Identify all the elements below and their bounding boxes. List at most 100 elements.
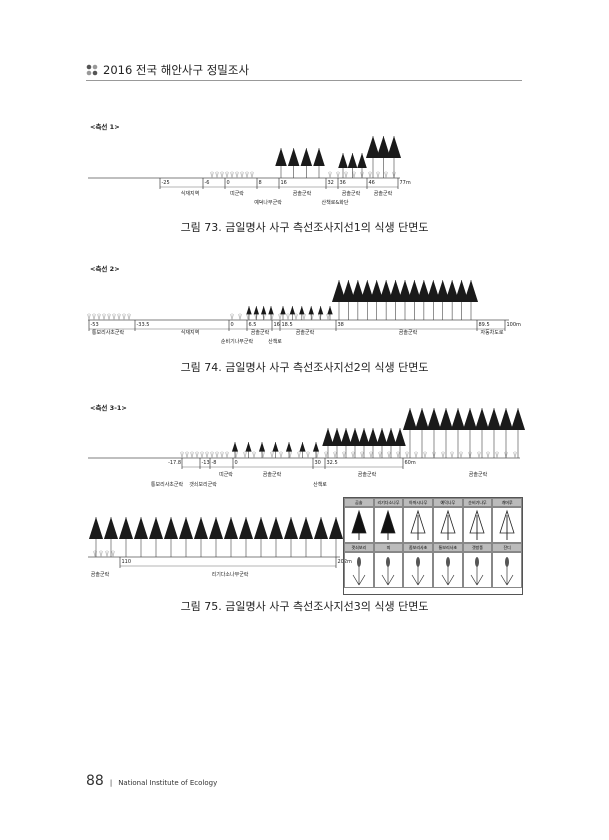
- pine-tree-icon: [407, 280, 422, 302]
- footer: 88 | National Institute of Ecology: [86, 773, 217, 789]
- grass-icon: [369, 451, 373, 459]
- pine-tree-icon: [317, 306, 324, 315]
- pine-tree-icon: [268, 517, 284, 539]
- tick-label: 0: [235, 460, 238, 466]
- tick-label: 18.5: [282, 322, 293, 328]
- tick-label: 16: [274, 322, 280, 328]
- grass-icon: [387, 451, 391, 459]
- tick-label: -6: [205, 180, 210, 186]
- grass-icon: [180, 451, 184, 459]
- grass-icon: [384, 171, 388, 179]
- pine-tree-icon: [312, 442, 320, 452]
- legend-icon-cell: [403, 507, 433, 543]
- grass-icon: [328, 171, 332, 179]
- pine-tree-icon: [350, 280, 365, 302]
- grass-icon: [352, 171, 356, 179]
- grass-icon: [378, 451, 382, 459]
- pine-tree-icon: [331, 280, 347, 302]
- grass-icon: [185, 451, 189, 459]
- pine-tree-icon: [193, 517, 209, 539]
- zone-label: 식재지역: [181, 329, 199, 336]
- pine-tree-icon: [223, 517, 239, 539]
- pine-tree-icon: [376, 428, 388, 446]
- pine-tree-icon: [367, 428, 379, 446]
- pine-tree-icon: [341, 280, 356, 302]
- zone-label: 곰솔군락: [91, 571, 110, 578]
- tick-label: 100m: [507, 322, 522, 328]
- tick-label: 0: [231, 322, 234, 328]
- running-header: 2016 전국 해안사구 정밀조사: [86, 62, 249, 78]
- legend-label: 예덕나무: [432, 498, 463, 507]
- grass-icon: [220, 171, 224, 179]
- zone-label: 곰솔군락: [263, 471, 282, 478]
- pine-tree-icon: [349, 428, 361, 446]
- tick-label: -13: [202, 460, 210, 466]
- section-label-2: <측선 2>: [90, 265, 120, 273]
- grass-icon: [342, 451, 346, 459]
- grass-icon: [459, 451, 463, 459]
- grass-icon: [230, 171, 234, 179]
- grass-icon: [513, 451, 517, 459]
- zone-label: 갯쇠보리군락: [189, 481, 217, 488]
- legend-label: 통보리사초: [432, 543, 463, 552]
- grass-icon: [486, 451, 490, 459]
- zone-label: 곰솔군락: [342, 190, 361, 197]
- pine-tree-icon: [287, 148, 300, 166]
- grass-icon: [112, 313, 116, 321]
- pine-tree-icon: [388, 280, 403, 302]
- legend-label: 갯쇠보리: [344, 543, 374, 552]
- zone-label: 순비기나무군락: [221, 338, 254, 345]
- pine-tree-icon: [426, 280, 441, 302]
- grass-icon: [297, 451, 301, 459]
- grass-icon: [500, 557, 514, 586]
- footer-sep: |: [109, 779, 113, 787]
- grass-icon: [235, 171, 239, 179]
- pine-tree-icon: [486, 408, 502, 430]
- pine-tree-icon: [178, 517, 194, 539]
- pine-tree-icon: [365, 136, 381, 158]
- tick-label: 30: [315, 460, 321, 466]
- grass-icon: [344, 171, 348, 179]
- grass-icon: [87, 313, 91, 321]
- grass-icon: [286, 313, 290, 321]
- pine-tree-icon: [285, 442, 293, 452]
- pine-tree-icon: [308, 306, 314, 315]
- header-divider: [86, 80, 522, 81]
- grass-icon: [252, 451, 256, 459]
- pine-tree-icon: [414, 408, 430, 430]
- grass-icon: [495, 451, 499, 459]
- legend-label: 순비기나무: [462, 498, 493, 507]
- pine-tree-icon: [163, 517, 179, 539]
- zone-label: 산책로: [313, 481, 327, 488]
- tree-icon: [410, 509, 426, 540]
- grass-icon: [351, 451, 355, 459]
- legend-icon-cell: [344, 552, 374, 588]
- tree-icon: [380, 509, 397, 540]
- grass-icon: [294, 313, 298, 321]
- tick-label: -17.8: [168, 460, 181, 466]
- tick-label: 46: [369, 180, 375, 186]
- section-label-1: <측선 1>: [90, 123, 120, 131]
- pine-tree-icon: [347, 153, 358, 168]
- grass-icon: [278, 313, 282, 321]
- pine-tree-icon: [369, 280, 384, 302]
- legend-icon-cell: [432, 552, 463, 588]
- page-number: 88: [86, 773, 104, 789]
- grass-icon: [368, 171, 372, 179]
- tick-label: 38: [338, 322, 344, 328]
- pine-tree-icon: [438, 408, 454, 430]
- pine-tree-icon: [379, 280, 394, 302]
- legend-label: 잔디: [492, 543, 522, 552]
- zone-label: 곰솔군락: [296, 329, 315, 336]
- zone-label: 예덕나무군락: [254, 199, 282, 206]
- grass-icon: [238, 313, 242, 321]
- dots-icon: [86, 64, 98, 76]
- grass-icon: [414, 451, 418, 459]
- grass-icon: [471, 557, 484, 586]
- grass-icon: [117, 313, 121, 321]
- tree-icon: [351, 509, 367, 540]
- figure-caption-74: 그림 74. 금일명사 사구 측선조사지선2의 식생 단면도: [180, 361, 429, 374]
- legend-icon-cell: [462, 507, 493, 543]
- grass-icon: [107, 313, 111, 321]
